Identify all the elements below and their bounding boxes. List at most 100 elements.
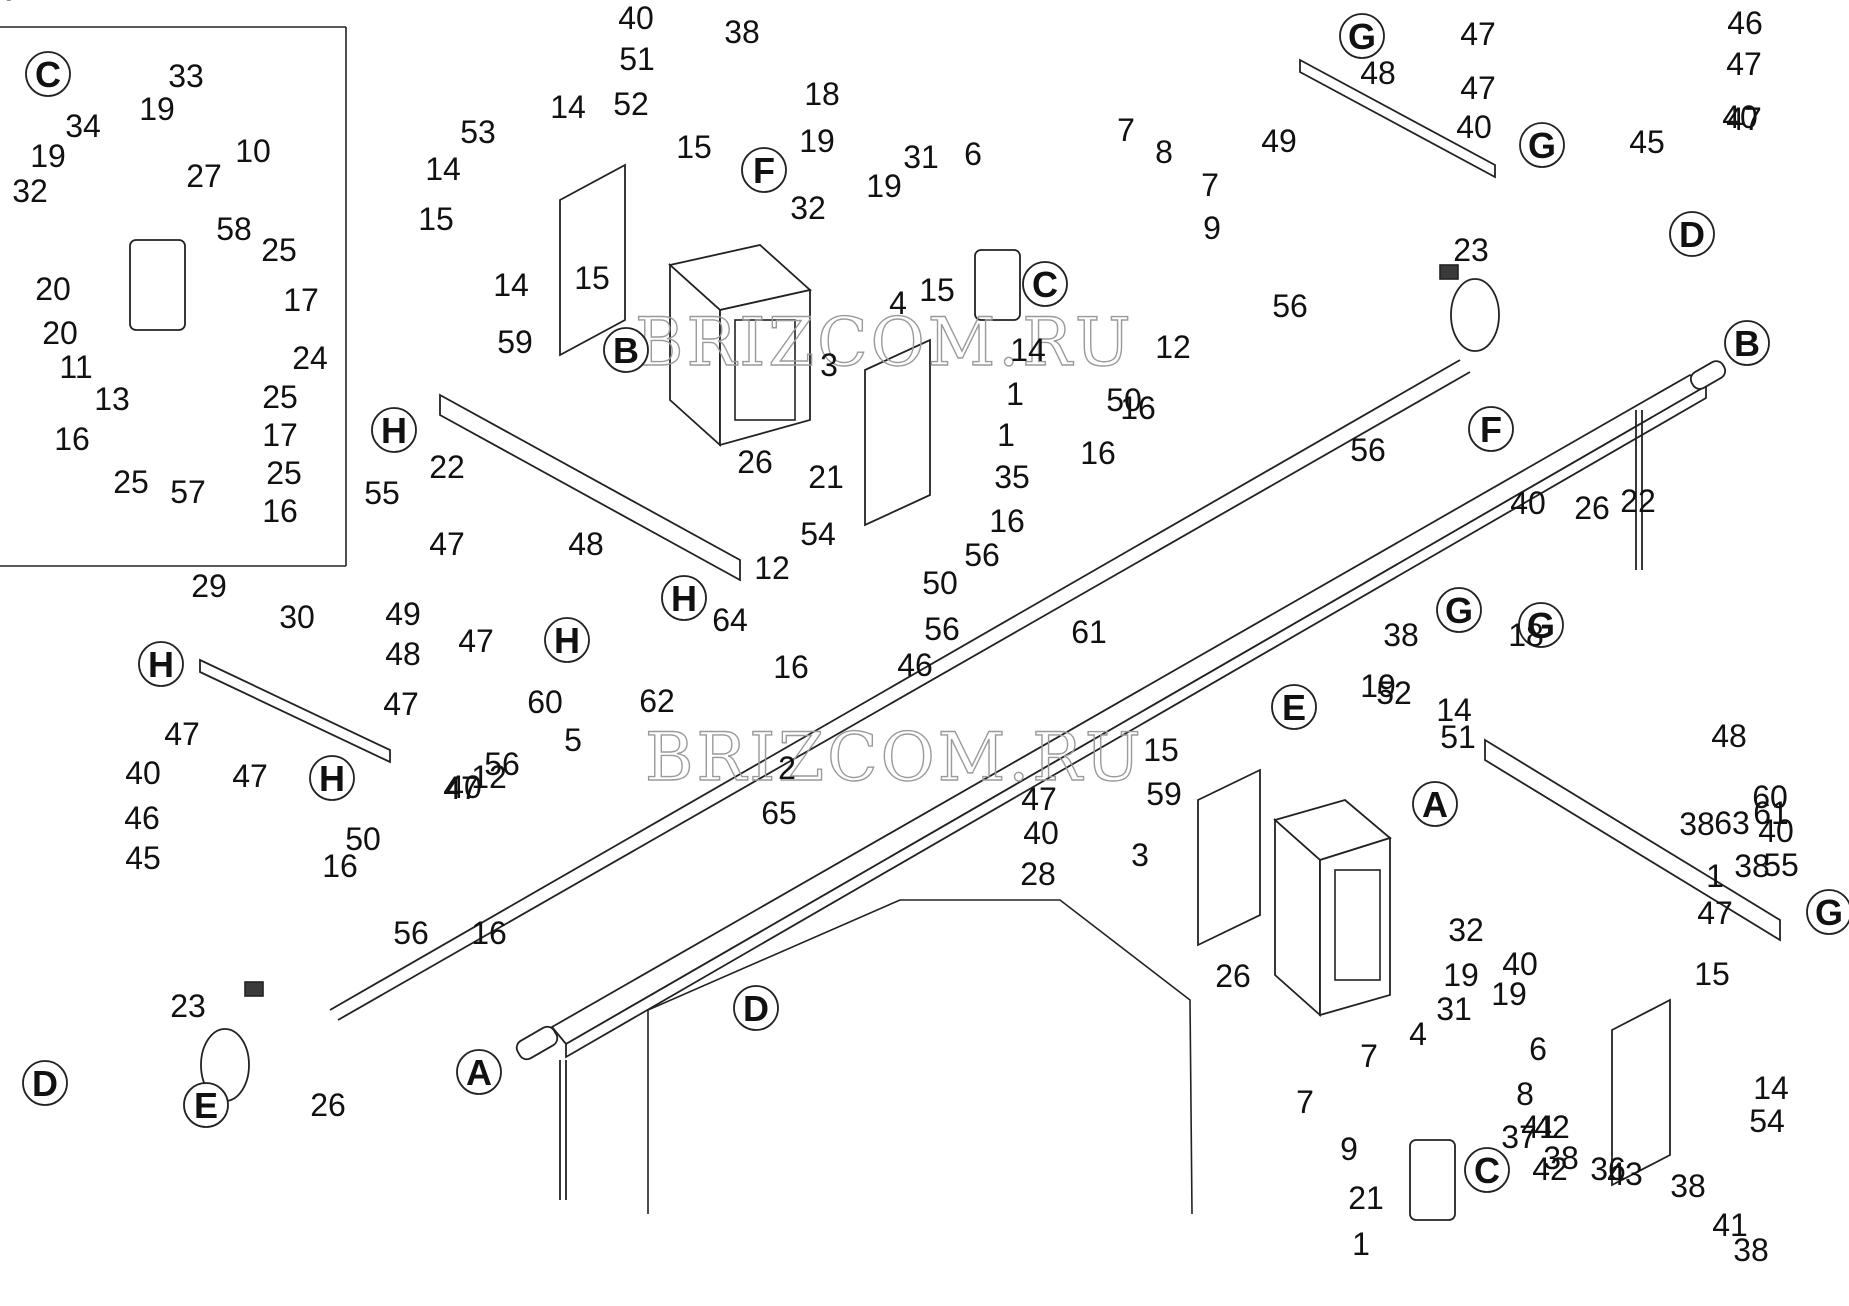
callout-circle <box>1518 602 1564 648</box>
callout-letter: D <box>32 1063 58 1104</box>
part-number: 16 <box>773 649 809 685</box>
part-number: 38 <box>1670 1168 1706 1204</box>
part-number: 26 <box>1215 958 1251 994</box>
part-number: 38 <box>1543 1140 1579 1176</box>
part-number: 15 <box>676 129 712 165</box>
callout-circle <box>733 985 779 1031</box>
part-number: 14 <box>493 267 529 303</box>
callout-letter: G <box>1528 125 1556 166</box>
part-number: 14 <box>1010 332 1046 368</box>
callout-circle <box>1464 1147 1510 1193</box>
part-number: 59 <box>1146 776 1182 812</box>
part-number: 6 <box>964 136 982 172</box>
part-number: 3 <box>1131 837 1149 873</box>
part-number: 48 <box>385 636 421 672</box>
part-number: 32 <box>1448 912 1484 948</box>
callout-letter: E <box>194 1085 218 1126</box>
detail-c-part-number: 11 <box>59 349 92 385</box>
part-number: 38 <box>1383 617 1419 653</box>
part-number: 56 <box>1272 288 1308 324</box>
detail-c-part-number: 19 <box>30 138 66 174</box>
callout-letter: H <box>671 578 697 619</box>
detail-c-part-number: 24 <box>292 340 328 376</box>
callout-circle <box>741 147 787 193</box>
part-number: 54 <box>1749 1103 1785 1139</box>
callout-letter: G <box>1527 605 1555 646</box>
detail-c-part-number: 17 <box>283 282 319 318</box>
bearing-housings <box>200 264 1500 1102</box>
part-number: 15 <box>574 260 610 296</box>
part-number: 40 <box>1510 485 1546 521</box>
part-number: 16 <box>1080 435 1116 471</box>
callout-circle <box>371 407 417 453</box>
watermark-upper: BRIZCOM.RU <box>635 304 1134 381</box>
part-number: 40 <box>125 755 161 791</box>
callout-circle <box>1806 889 1849 935</box>
part-number: 4 <box>889 285 907 321</box>
part-number: 22 <box>429 449 465 485</box>
callout-letter: C <box>35 54 61 95</box>
part-number: 61 <box>1071 614 1107 650</box>
part-number: 46 <box>1727 5 1763 41</box>
part-number: 38 <box>1733 1232 1769 1268</box>
detail-c-part-number: 20 <box>42 315 78 351</box>
part-number: 14 <box>1436 692 1472 728</box>
part-number: 56 <box>1350 432 1386 468</box>
part-number: 48 <box>1711 718 1747 754</box>
part-number: 7 <box>1117 112 1135 148</box>
part-number: 16 <box>471 915 507 951</box>
callout-circle <box>1412 781 1458 827</box>
part-number: 53 <box>460 114 496 150</box>
part-number: 42 <box>1534 1109 1570 1145</box>
part-number: 19 <box>1491 976 1527 1012</box>
callout-letter: B <box>613 330 639 371</box>
detail-c-part-number: 17 <box>262 417 298 453</box>
part-number: 5 <box>564 722 582 758</box>
callout-circle <box>544 617 590 663</box>
callout-letter: H <box>319 758 345 799</box>
part-number: 49 <box>1261 123 1297 159</box>
callout-letter: H <box>381 410 407 451</box>
callout-letter: F <box>753 150 775 191</box>
callout-circle <box>1669 211 1715 257</box>
part-number: 38 <box>0 0 18 7</box>
part-number: 7 <box>1296 1084 1314 1120</box>
part-number: 61 <box>1753 795 1789 831</box>
detail-c-part-number: 10 <box>235 133 271 169</box>
part-number: 21 <box>808 459 844 495</box>
box-frame-lower <box>1273 799 1392 1018</box>
part-number: 12 <box>754 550 790 586</box>
part-number: 12 <box>471 759 507 795</box>
part-number: 47 <box>429 526 465 562</box>
part-number: 45 <box>1629 124 1665 160</box>
part-number: 7 <box>1201 167 1219 203</box>
part-number: 9 <box>1203 210 1221 246</box>
detail-d-frame <box>647 899 1193 1215</box>
part-number: 52 <box>1376 675 1412 711</box>
part-number: 47 <box>232 758 268 794</box>
part-number: 35 <box>994 459 1030 495</box>
part-number: 26 <box>737 444 773 480</box>
part-number: 12 <box>1155 329 1191 365</box>
part-number: 56 <box>964 537 1000 573</box>
part-number: 15 <box>1694 956 1730 992</box>
part-number: 60 <box>1752 779 1788 815</box>
part-number: 6 <box>1529 1031 1547 1067</box>
part-number: 14 <box>550 89 586 125</box>
part-number: 3 <box>820 347 838 383</box>
callout-letter: D <box>1679 214 1705 255</box>
part-number: 21 <box>1348 1180 1384 1216</box>
callout-circle <box>456 1049 502 1095</box>
part-number: 40 <box>618 0 654 36</box>
callout-letter: F <box>1480 409 1502 450</box>
brackets <box>199 58 1781 942</box>
part-number: 37 <box>1501 1119 1537 1155</box>
part-number: 31 <box>1436 991 1472 1027</box>
part-number: 60 <box>527 684 563 720</box>
part-number: 19 <box>1443 957 1479 993</box>
part-number: 38 <box>1679 806 1715 842</box>
part-number: 29 <box>191 568 227 604</box>
part-number: 55 <box>364 475 400 511</box>
